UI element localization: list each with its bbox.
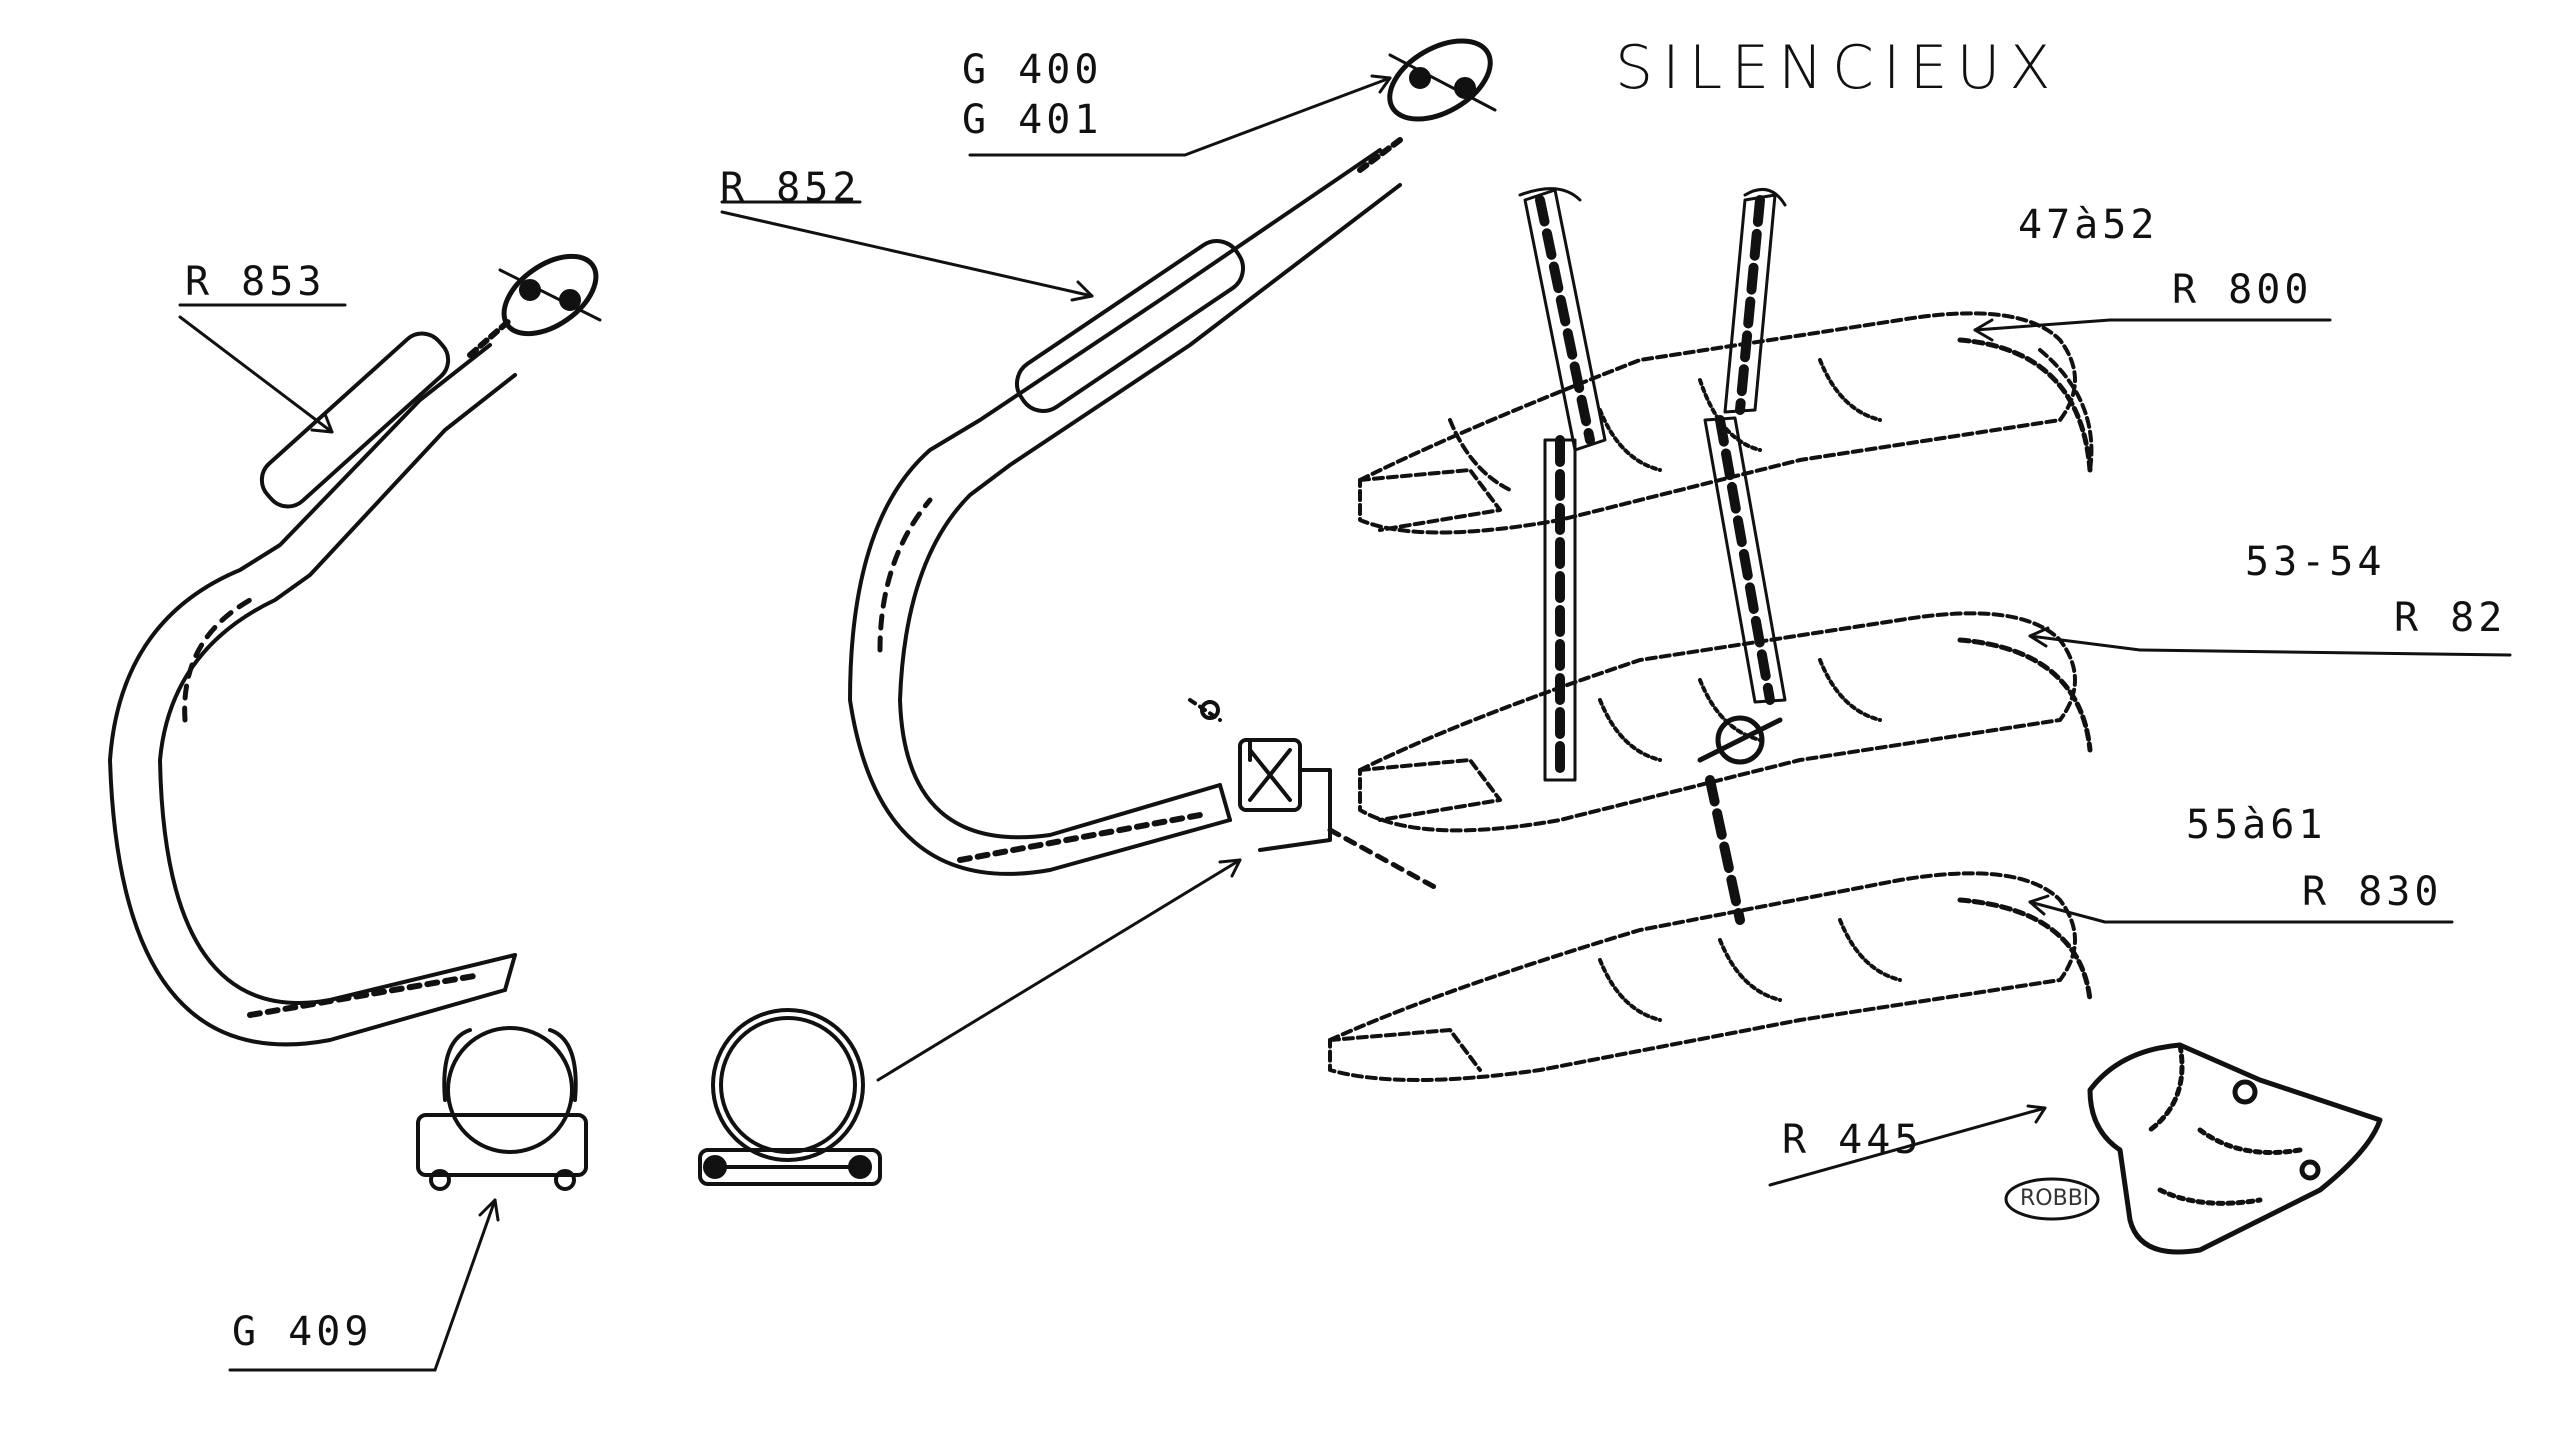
label-years-53-54: 53-54	[2245, 539, 2386, 585]
mount-clamp-middle	[1697, 715, 1783, 765]
mount-brackets-top	[1535, 195, 1775, 785]
label-r82: R 82	[2394, 595, 2507, 641]
label-r800: R 800	[2172, 267, 2313, 313]
mount-bracket-outlines	[1518, 187, 1787, 782]
robbi-stamp-text: ROBBI	[2020, 1186, 2090, 1211]
heat-shield-r445	[2087, 1042, 2383, 1255]
pipe-clamp-connector	[1188, 698, 1443, 893]
label-years-47-52: 47à52	[2018, 202, 2159, 248]
diagram-title: SILENCIEUX	[1615, 33, 2060, 103]
clamp-center	[698, 1008, 882, 1186]
label-g409: G 409	[232, 1309, 373, 1355]
silencer-r82	[1358, 611, 2093, 833]
label-r853: R 853	[185, 259, 326, 305]
label-years-55-61: 55à61	[2186, 802, 2327, 848]
label-r830: R 830	[2302, 869, 2443, 915]
silencer-r830	[1328, 871, 2093, 1082]
label-r445: R 445	[1782, 1117, 1923, 1163]
exhaust-pipe-r852	[848, 38, 1497, 876]
clamp-g409	[416, 1026, 588, 1191]
label-g400: G 400	[962, 47, 1103, 93]
silencer-r800	[1358, 311, 2094, 535]
mount-bracket-lower	[1705, 775, 1745, 925]
label-r852: R 852	[720, 165, 861, 211]
label-g401: G 401	[962, 97, 1103, 143]
leader-lines	[178, 74, 2512, 1372]
robbi-stamp-outline	[2004, 1177, 2100, 1221]
exhaust-pipe-r853	[108, 253, 602, 1047]
